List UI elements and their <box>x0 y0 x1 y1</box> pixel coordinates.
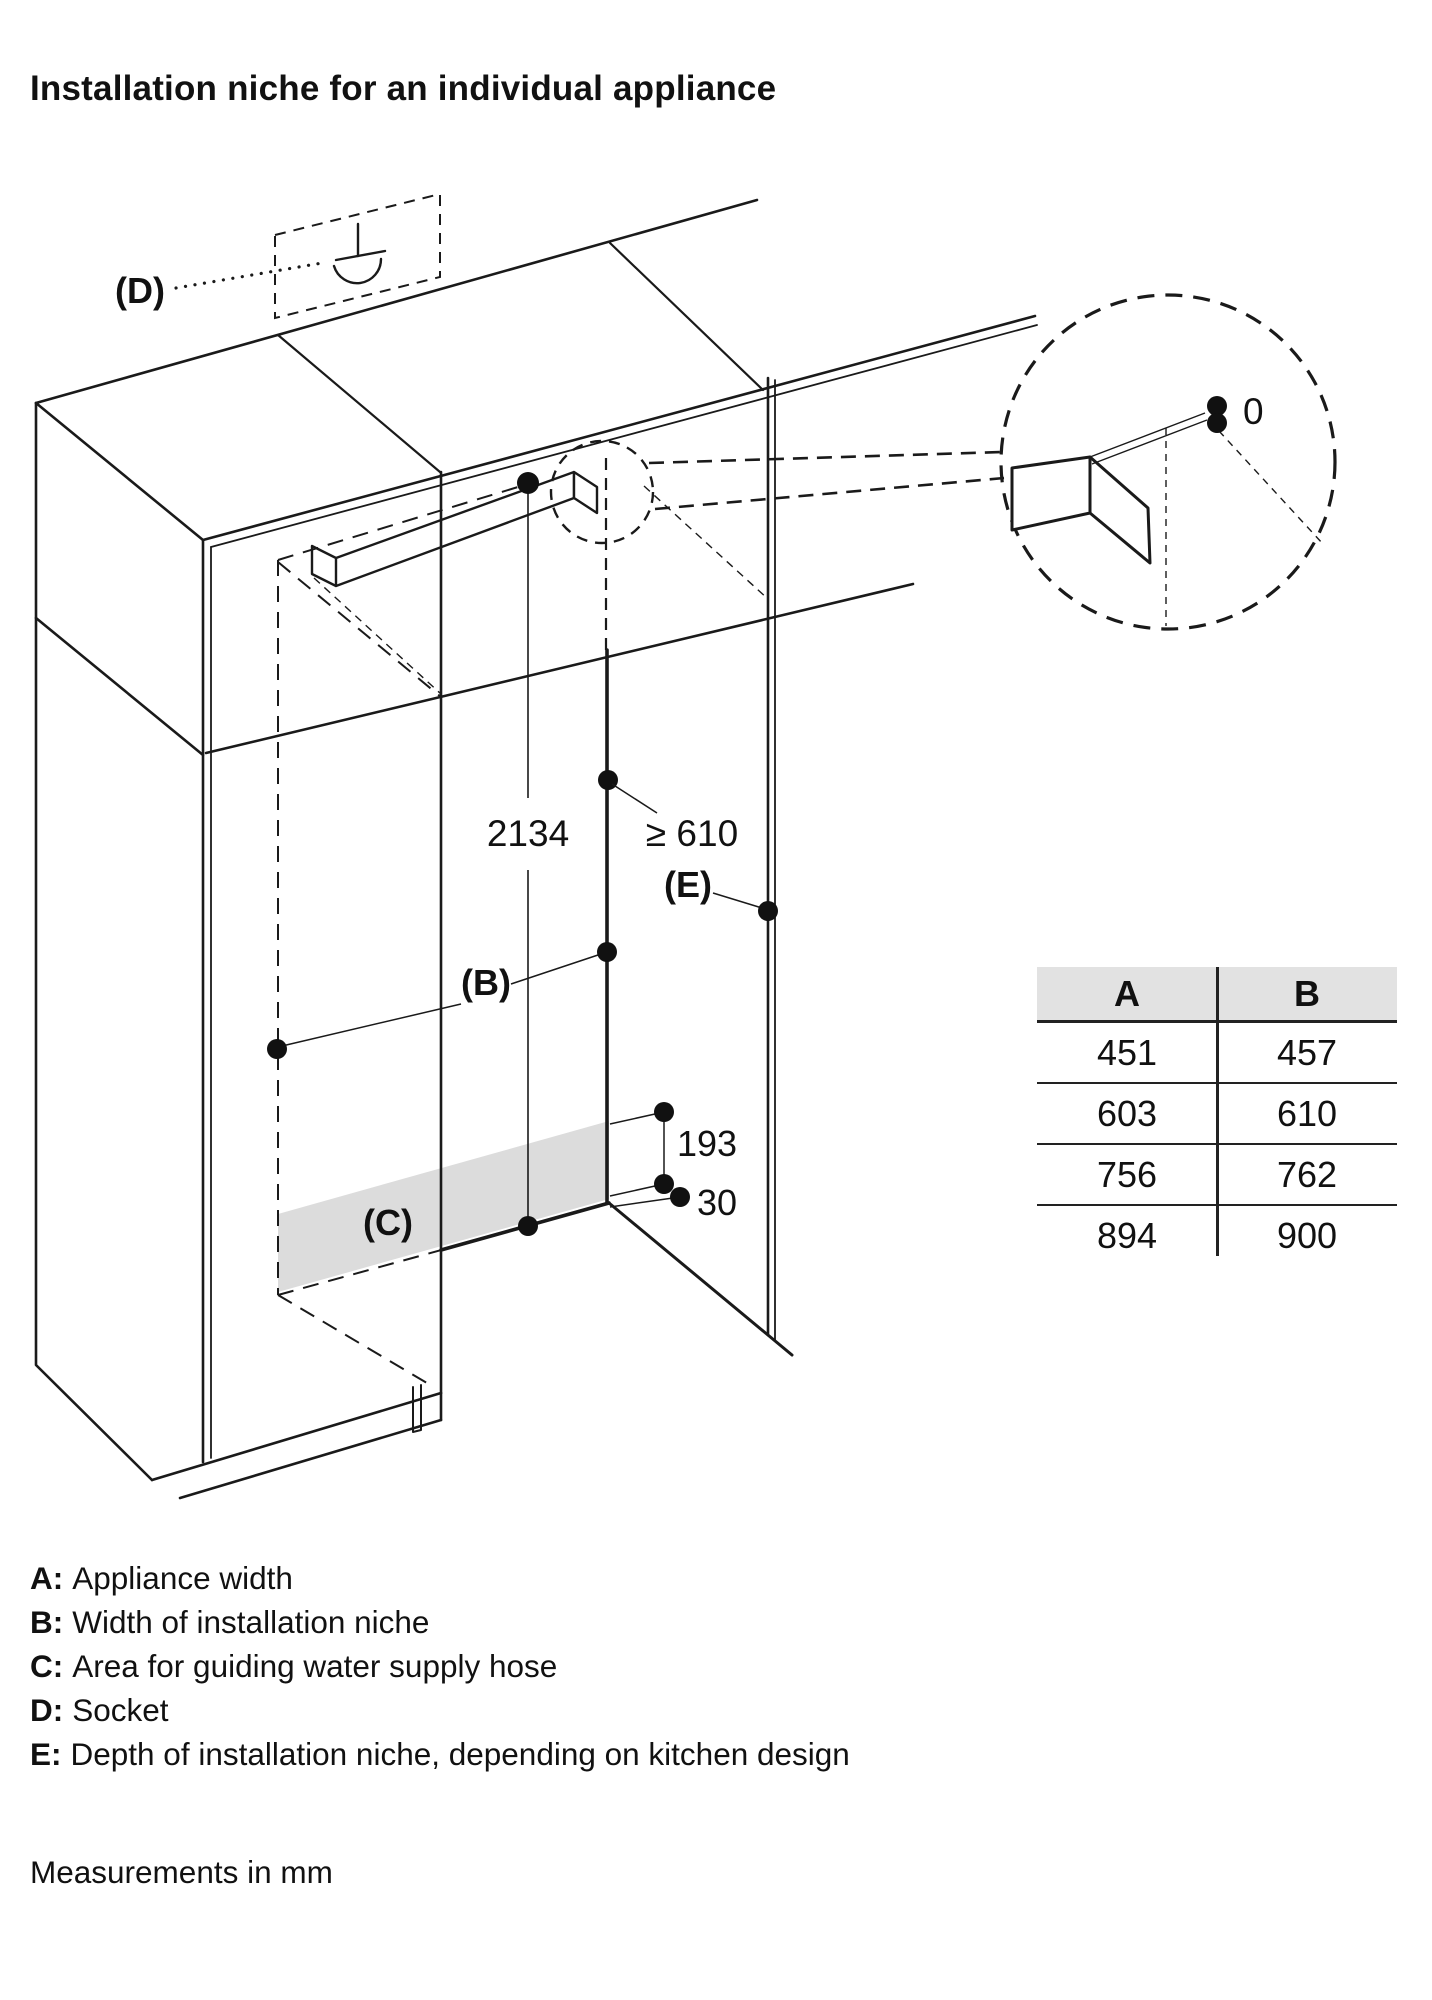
legend-key: C: <box>30 1648 64 1684</box>
table-cell: 762 <box>1276 1153 1338 1195</box>
detail-source-circle <box>549 439 655 545</box>
socket-icon <box>332 222 387 285</box>
zoom-connector-lines <box>648 450 1005 511</box>
label-d: (D) <box>115 270 165 311</box>
legend-key: B: <box>30 1604 64 1640</box>
hose-area-band <box>278 1121 609 1292</box>
dimension-2134-label: 2134 <box>487 813 569 854</box>
dimension-niche-depth: ≥ 610 (E) <box>598 770 778 921</box>
corner-bracket-detail: 0 <box>1010 391 1324 626</box>
size-table: A B 451 457 603 610 756 762 894 900 <box>1037 967 1397 1265</box>
legend-text: Area for guiding water supply hose <box>72 1648 558 1684</box>
legend-item-c: C:Area for guiding water supply hose <box>30 1644 850 1688</box>
table-cell: 603 <box>1096 1092 1158 1134</box>
dimension-30-label: 30 <box>697 1182 737 1223</box>
dimension-bottom-clearance: 30 <box>609 1182 737 1223</box>
dimension-niche-height: 2134 <box>487 472 569 1236</box>
legend-item-e: E:Depth of installation niche, depending… <box>30 1732 850 1776</box>
label-c: (C) <box>363 1202 413 1243</box>
legend-key: D: <box>30 1692 64 1728</box>
zero-marker-label: 0 <box>1243 391 1264 432</box>
measurements-note: Measurements in mm <box>30 1854 333 1890</box>
cabinet-outline <box>34 198 1038 1500</box>
legend-key: E: <box>30 1736 62 1772</box>
legend-text: Socket <box>72 1692 169 1728</box>
table-cell: 900 <box>1276 1214 1338 1256</box>
table-column-divider <box>1216 967 1219 1256</box>
legend-item-a: A:Appliance width <box>30 1556 850 1600</box>
table-cell: 451 <box>1096 1031 1158 1073</box>
legend-text: Width of installation niche <box>72 1604 430 1640</box>
label-b: (B) <box>461 962 511 1003</box>
table-row: 894 900 <box>1037 1206 1397 1265</box>
label-niche-width: (B) <box>267 942 617 1059</box>
legend-text: Depth of installation niche, depending o… <box>70 1736 850 1772</box>
mounting-rail <box>310 470 599 588</box>
dimension-hose-area: 193 <box>609 1102 737 1197</box>
table-header-cell-a: A <box>1114 972 1140 1014</box>
table-row: 756 762 <box>1037 1145 1397 1206</box>
legend-key: A: <box>30 1560 64 1596</box>
dimension-depth-label: ≥ 610 <box>646 813 738 854</box>
appliance-dashed-outline <box>277 458 769 1384</box>
legend-item-b: B:Width of installation niche <box>30 1600 850 1644</box>
table-cell: 894 <box>1096 1214 1158 1256</box>
dotted-leader-line <box>174 261 324 290</box>
legend: A:Appliance width B:Width of installatio… <box>30 1556 850 1776</box>
dimension-193-label: 193 <box>677 1123 737 1164</box>
label-e: (E) <box>664 864 712 905</box>
page-title: Installation niche for an individual app… <box>30 69 777 109</box>
table-header-cell-b: B <box>1294 972 1320 1014</box>
legend-item-d: D:Socket <box>30 1688 850 1732</box>
table-cell: 610 <box>1276 1092 1338 1134</box>
table-cell: 457 <box>1276 1031 1338 1073</box>
socket-callout: (D) <box>115 192 441 320</box>
table-cell: 756 <box>1096 1153 1158 1195</box>
legend-text: Appliance width <box>72 1560 293 1596</box>
detail-zoom-circle <box>999 293 1337 631</box>
